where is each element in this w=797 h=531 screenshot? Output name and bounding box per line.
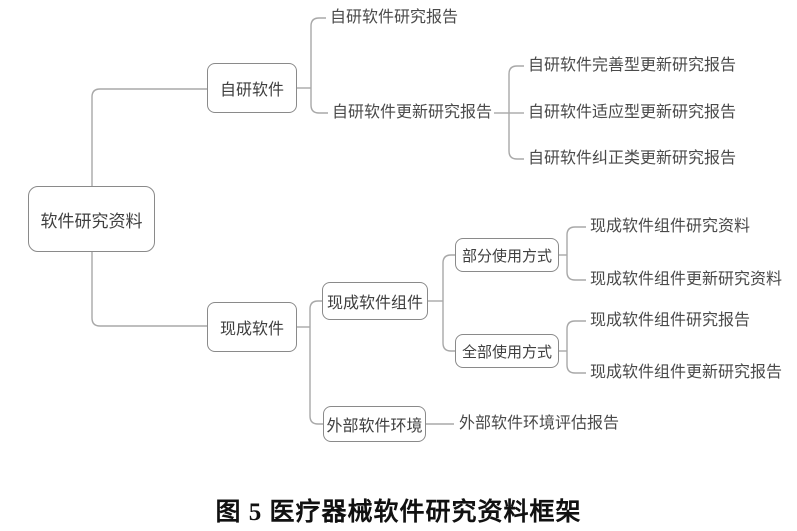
leaf-component-update-research-report: 现成软件组件更新研究报告 xyxy=(590,364,783,381)
leaf-self-developed-update-research-report: 自研软件更新研究报告 xyxy=(332,104,493,121)
connector-branch xyxy=(309,300,322,327)
leaf-self-developed-research-report: 自研软件研究报告 xyxy=(330,9,459,26)
node-self-developed-software: 自研软件 xyxy=(207,63,297,113)
connector-branch xyxy=(566,351,586,374)
leaf-perfective-update-report: 自研软件完善型更新研究报告 xyxy=(528,57,737,74)
node-external-software-environment: 外部软件环境 xyxy=(323,406,426,442)
connector-branch xyxy=(309,327,323,425)
connector-branch xyxy=(310,88,328,114)
leaf-corrective-update-report: 自研软件纠正类更新研究报告 xyxy=(528,150,737,167)
node-full-use-mode: 全部使用方式 xyxy=(455,334,559,368)
leaf-component-research-report: 现成软件组件研究报告 xyxy=(590,312,751,329)
connector-branch xyxy=(566,226,586,255)
node-ots-software-component: 现成软件组件 xyxy=(322,282,428,320)
node-software-research-materials: 软件研究资料 xyxy=(28,186,155,252)
connector-root-to-off-the-shelf xyxy=(91,252,207,327)
leaf-external-environment-assessment-report: 外部软件环境评估报告 xyxy=(459,415,620,432)
leaf-component-research-materials: 现成软件组件研究资料 xyxy=(590,218,751,235)
figure-caption: 图 5 医疗器械软件研究资料框架 xyxy=(215,499,582,526)
leaf-adaptive-update-report: 自研软件适应型更新研究报告 xyxy=(528,104,737,121)
node-off-the-shelf-software: 现成软件 xyxy=(207,302,297,352)
connector-branch xyxy=(442,254,455,301)
connector-branch xyxy=(310,17,326,88)
connector-branch xyxy=(508,65,524,113)
connector-branch xyxy=(566,255,586,281)
node-partial-use-mode: 部分使用方式 xyxy=(455,238,559,272)
connector-root-to-self-developed xyxy=(91,88,207,186)
connector-branch xyxy=(508,113,524,160)
connector-branch xyxy=(442,301,455,352)
leaf-component-update-research-materials: 现成软件组件更新研究资料 xyxy=(590,271,783,288)
connector-branch xyxy=(566,320,586,351)
